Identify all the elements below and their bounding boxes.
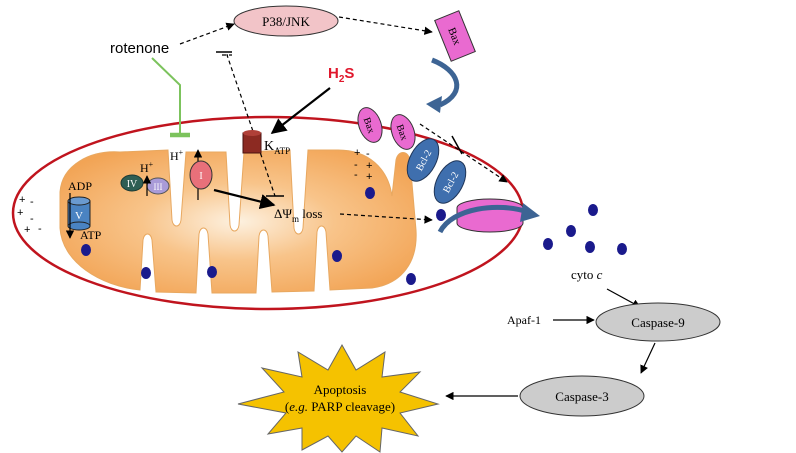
complex-i [189,160,213,190]
bax-membrane-1-label: Bax [361,116,377,135]
cyto-c-label: cyto c [571,267,603,282]
apoptosis-label: Apoptosis [314,382,367,397]
potential-to-pore-arrow [339,213,433,224]
svg-text:-: - [30,213,34,225]
caspase9-to-caspase3-arrow [640,342,656,374]
proton-label-1: H+ [170,148,184,163]
proton-label-2: H+ [140,160,154,175]
complex-i-label: I [199,171,202,182]
h2s-to-katp-arrow [270,87,331,134]
katp-channel [242,130,262,154]
bax-membrane-2-label: Bax [394,123,410,142]
p38-jnk-node [233,5,339,37]
complex-v [67,196,91,231]
membrane-potential-loss-label: ΔΨm loss [274,206,322,224]
complex-iii-label: III [154,182,163,192]
p38-to-bax-arrow [338,16,433,35]
svg-text:-: - [30,196,34,208]
apoptosis-starburst [237,343,440,453]
apoptosis-detail-label: (e.g. PARP cleavage) [285,399,395,414]
svg-text:+: + [24,224,30,236]
complex-i-to-potential-arrow [213,188,276,210]
svg-text:-: - [366,148,370,160]
apaf1-label: Apaf-1 [507,313,541,327]
bax-membrane-2: Bax [390,114,416,150]
svg-text:+: + [366,171,372,183]
caspase3-label: Caspase-3 [555,389,608,404]
h2s-label: H2S [328,65,354,85]
bax-top-node: Bax [434,10,476,62]
bcl2-2: Bcl-2 [433,160,467,204]
atp-label: ATP [80,228,102,242]
bax-to-release-arrow [419,123,508,183]
caspase9-label: Caspase-9 [631,315,684,330]
svg-text:+: + [366,160,372,172]
caspase3-node [519,375,645,417]
bax-membrane-1: Bax [357,107,383,143]
p38-inhibition-line [222,54,276,197]
katp-label: KATP [264,139,290,156]
adp-label: ADP [68,179,92,193]
cyto-c-release-arrowhead [520,203,540,222]
svg-text:+: + [17,207,23,219]
p38-jnk-label: P38/JNK [262,14,310,29]
membrane-charge-signs: +- +- +- +- -+ -+ [17,147,372,236]
bcl2-inhibits-bax-bar [451,135,463,155]
bax-translocation-arrowhead [426,96,442,113]
svg-text:-: - [354,169,358,181]
rotenone-inhibits-complex-i [151,57,190,138]
cyto-c-release-arrow [437,204,529,234]
mitochondrial-pore [456,198,524,233]
cytochrome-c-dots-released [436,204,627,255]
rotenone-to-p38-arrow [179,22,235,45]
complex-v-label: V [75,210,83,222]
svg-text:+: + [19,194,25,206]
caspase9-node [595,302,721,342]
cytochrome-c-dots-inside [81,187,416,285]
svg-text:-: - [354,159,358,171]
bax-translocation-arrow [431,57,460,108]
rotenone-label: rotenone [110,40,169,57]
svg-text:-: - [38,223,42,235]
complex-iv-label: IV [127,179,138,190]
svg-text:+: + [354,147,360,159]
bcl2-1: Bcl-2 [406,138,440,182]
